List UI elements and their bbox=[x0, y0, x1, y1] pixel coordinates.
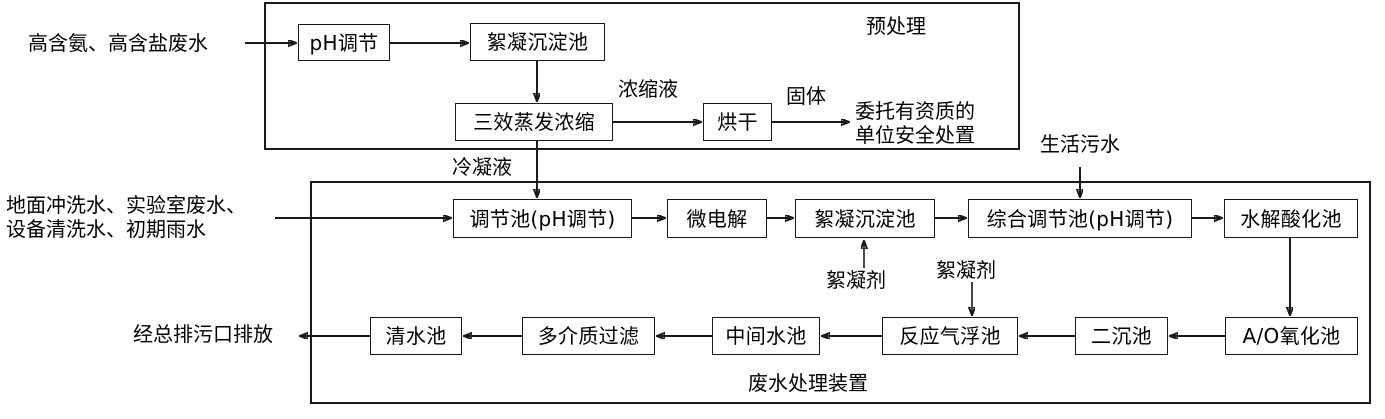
group-label-pretreatment: 预处理 bbox=[866, 10, 926, 39]
node-drying[interactable]: 烘干 bbox=[703, 103, 772, 141]
pretreatment-group-box bbox=[264, 2, 1020, 150]
node-ao-oxidation[interactable]: A/O氧化池 bbox=[1225, 317, 1358, 355]
node-reaction-flotation[interactable]: 反应气浮池 bbox=[882, 317, 1018, 355]
output-label-safe-disposal: 委托有资质的 单位安全处置 bbox=[855, 99, 975, 148]
node-intermediate-tank[interactable]: 中间水池 bbox=[712, 317, 820, 355]
input-label-domestic-sewage: 生活污水 bbox=[1040, 132, 1120, 157]
node-triple-evaporation[interactable]: 三效蒸发浓缩 bbox=[455, 103, 613, 141]
input-label-high-ammonia-salt: 高含氨、高含盐废水 bbox=[28, 31, 208, 56]
stream-label-flocculant-2: 絮凝剂 bbox=[936, 258, 996, 283]
node-comprehensive-tank-ph[interactable]: 综合调节池(pH调节) bbox=[968, 199, 1192, 238]
node-secondary-sedimentation[interactable]: 二沉池 bbox=[1075, 317, 1168, 355]
node-clear-water-tank[interactable]: 清水池 bbox=[370, 317, 462, 355]
output-label-final-discharge: 经总排污口排放 bbox=[133, 322, 273, 347]
node-multimedia-filter[interactable]: 多介质过滤 bbox=[522, 317, 655, 355]
node-ph-adjust[interactable]: pH调节 bbox=[298, 24, 390, 61]
node-regulation-tank-ph[interactable]: 调节池(pH调节) bbox=[453, 199, 632, 238]
node-hydrolysis-acidification[interactable]: 水解酸化池 bbox=[1224, 199, 1358, 238]
input-label-misc-wastewater: 地面冲洗水、实验室废水、 设备清洗水、初期雨水 bbox=[6, 193, 246, 242]
wastewater-unit-group-box bbox=[310, 181, 1371, 404]
stream-label-flocculant-1: 絮凝剂 bbox=[826, 268, 886, 293]
node-floc-sed-mid[interactable]: 絮凝沉淀池 bbox=[795, 199, 935, 238]
stream-label-condensate: 冷凝液 bbox=[452, 155, 512, 180]
node-micro-electrolysis[interactable]: 微电解 bbox=[667, 199, 767, 238]
group-label-wastewater-unit: 废水处理装置 bbox=[748, 367, 868, 396]
stream-label-concentrate: 浓缩液 bbox=[618, 77, 678, 102]
stream-label-solid: 固体 bbox=[786, 84, 826, 109]
node-floc-sed-top[interactable]: 絮凝沉淀池 bbox=[470, 23, 605, 61]
